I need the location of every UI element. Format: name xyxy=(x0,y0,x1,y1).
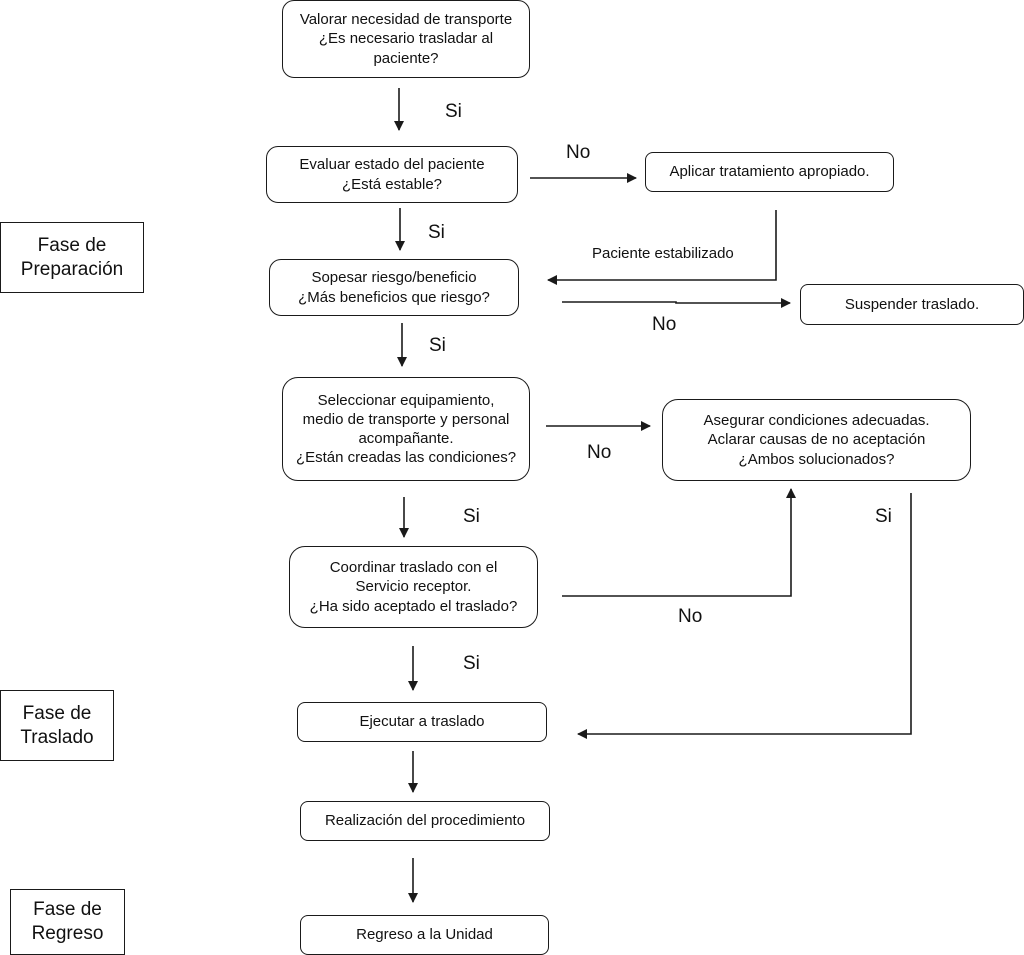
arrow-asegurar-ejecutar xyxy=(577,493,912,739)
edge-label-si-seleccionar: Si xyxy=(463,506,480,527)
node-aplicar-line-1: Aplicar tratamiento apropiado. xyxy=(669,163,870,181)
edge-label-paciente-estabilizado: Paciente estabilizado xyxy=(592,245,734,262)
edge-label-no-coordinar: No xyxy=(678,606,703,627)
phase-preparacion: Fase de Preparación xyxy=(0,222,144,293)
phase-traslado-line-1: Fase de xyxy=(22,702,92,724)
phase-regreso-line-1: Fase de xyxy=(33,899,102,921)
phase-regreso: Fase de Regreso xyxy=(10,889,125,955)
node-asegurar-line-1: Asegurar condiciones adecuadas. xyxy=(703,412,930,430)
node-regreso-line-1: Regreso a la Unidad xyxy=(356,926,493,944)
node-ejecutar: Ejecutar a traslado xyxy=(297,702,547,742)
edge-label-si-evaluar: Si xyxy=(428,222,445,243)
node-evaluar-line-2: ¿Está estable? xyxy=(341,175,443,193)
phase-traslado: Fase de Traslado xyxy=(0,690,114,761)
arrow-aplicar-sopesar xyxy=(547,210,777,285)
node-valorar-line-2: ¿Es necesario trasladar al xyxy=(318,30,494,48)
edge-label-si-coordinar: Si xyxy=(463,653,480,674)
node-sopesar: Sopesar riesgo/beneficio ¿Más beneficios… xyxy=(269,259,519,316)
node-evaluar-line-1: Evaluar estado del paciente xyxy=(299,156,485,174)
node-coordinar-line-2: Servicio receptor. xyxy=(355,578,472,596)
node-suspender-line-1: Suspender traslado. xyxy=(844,295,980,313)
node-sopesar-line-1: Sopesar riesgo/beneficio xyxy=(311,269,477,287)
node-seleccionar-line-3: acompañante. xyxy=(358,430,454,447)
node-coordinar-line-1: Coordinar traslado con el xyxy=(329,559,498,577)
edge-label-no-sopesar: No xyxy=(652,314,677,335)
node-regreso: Regreso a la Unidad xyxy=(300,915,549,955)
edge-label-no-seleccionar: No xyxy=(587,442,612,463)
node-aplicar: Aplicar tratamiento apropiado. xyxy=(645,152,894,192)
node-asegurar: Asegurar condiciones adecuadas. Aclarar … xyxy=(662,399,971,481)
arrow-sopesar-suspender xyxy=(562,298,791,308)
node-valorar-line-3: paciente? xyxy=(373,49,439,67)
node-valorar: Valorar necesidad de transporte ¿Es nece… xyxy=(282,0,530,78)
phase-preparacion-line-2: Preparación xyxy=(20,258,124,280)
node-asegurar-line-2: Aclarar causas de no aceptación xyxy=(707,431,926,449)
node-valorar-line-1: Valorar necesidad de transporte xyxy=(299,11,513,29)
edge-label-no-evaluar: No xyxy=(566,142,591,163)
edge-label-si-valorar: Si xyxy=(445,101,462,122)
node-seleccionar-line-4: ¿Están creadas las condiciones? xyxy=(295,449,517,467)
node-sopesar-line-2: ¿Más beneficios que riesgo? xyxy=(298,288,490,306)
node-asegurar-line-3: ¿Ambos solucionados? xyxy=(738,450,895,468)
node-ejecutar-line-1: Ejecutar a traslado xyxy=(359,713,485,731)
phase-regreso-line-2: Regreso xyxy=(31,923,104,944)
phase-traslado-line-2: Traslado xyxy=(20,726,94,748)
node-evaluar: Evaluar estado del paciente ¿Está establ… xyxy=(266,146,518,203)
node-coordinar-line-3: ¿Ha sido aceptado el traslado? xyxy=(309,597,518,615)
arrow-coordinar-asegurar xyxy=(562,488,796,597)
edge-label-si-asegurar: Si xyxy=(875,506,892,527)
node-seleccionar-line-1: Seleccionar equipamiento, xyxy=(317,391,495,409)
node-seleccionar: Seleccionar equipamiento, medio de trans… xyxy=(282,377,530,481)
phase-preparacion-line-1: Fase de xyxy=(37,234,107,256)
node-suspender: Suspender traslado. xyxy=(800,284,1024,325)
node-seleccionar-line-2: medio de transporte y personal xyxy=(302,410,510,428)
node-realizacion: Realización del procedimiento xyxy=(300,801,550,841)
edge-label-si-sopesar: Si xyxy=(429,335,446,356)
node-realizacion-line-1: Realización del procedimiento xyxy=(324,812,526,830)
node-coordinar: Coordinar traslado con el Servicio recep… xyxy=(289,546,538,628)
